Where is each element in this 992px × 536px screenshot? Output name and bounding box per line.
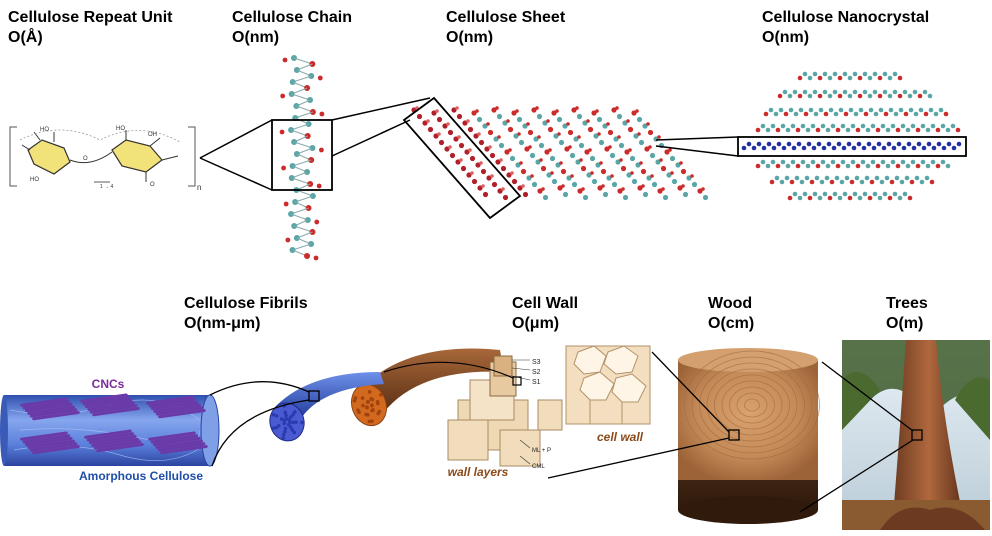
svg-text:HO: HO — [116, 126, 125, 132]
nanocrystal-name: Cellulose Nanocrystal — [762, 9, 930, 26]
cell-wall-zoom-box — [512, 376, 522, 386]
svg-text:HO: HO — [30, 177, 39, 183]
fibril-zoom-box — [308, 390, 320, 402]
sheet-highlight-box — [402, 96, 522, 220]
chain-scale: O(nm) — [232, 29, 280, 46]
trees-name: Trees — [886, 295, 928, 312]
wood-name: Wood — [708, 295, 753, 312]
chain-name: Cellulose Chain — [232, 9, 353, 26]
fibrils-scale: O(nm-μm) — [184, 315, 261, 332]
svg-text:O: O — [83, 156, 88, 162]
tree-to-wood-line — [821, 361, 914, 432]
wood-to-wall-line — [651, 351, 730, 433]
svg-text:HO: HO — [40, 127, 49, 133]
repeat-unit-structure: HO HO HO OH O O 1 → 4 n — [9, 126, 201, 192]
wood-title: Wood O(cm) — [708, 294, 754, 334]
nanocrystal-highlight-box — [737, 136, 967, 157]
trees-scale: O(m) — [886, 315, 924, 332]
fibrils-title: Cellulose Fibrils O(nm-μm) — [184, 294, 308, 334]
chain-title: Cellulose Chain O(nm) — [232, 8, 352, 48]
svg-text:1 → 4: 1 → 4 — [100, 184, 114, 190]
cell-wall-layers-illustration — [447, 355, 563, 467]
cellulose-chain-molecule — [279, 55, 325, 261]
fibril-connector-bottom — [211, 399, 310, 467]
repeat-n-label: n — [197, 183, 201, 192]
cell-wall-honeycomb — [565, 345, 651, 425]
fibril-to-wall-line — [383, 361, 514, 379]
nanocrystal-scale: O(nm) — [762, 29, 810, 46]
sheet-scale: O(nm) — [446, 29, 494, 46]
chain-zoom-box — [271, 119, 333, 191]
wood-zoom-box — [728, 429, 740, 441]
sheet-to-nano-line — [655, 136, 739, 141]
tree-to-wood-line-2 — [799, 439, 914, 513]
repeat-unit-scale: O(Å) — [8, 29, 43, 46]
wood-log — [678, 348, 820, 524]
ml-p-label: ML + P — [532, 448, 551, 454]
s2-label: S2 — [532, 369, 541, 376]
tree-zoom-box — [911, 429, 923, 441]
svg-text:OH: OH — [148, 132, 157, 138]
repeat-to-chain-line — [199, 119, 273, 159]
repeat-unit-name: Cellulose Repeat Unit — [8, 9, 173, 26]
trees-title: Trees O(m) — [886, 294, 928, 334]
nanocrystal-molecules — [741, 71, 962, 201]
cell-wall-title: Cell Wall O(μm) — [512, 294, 578, 334]
cell-wall-label: cell wall — [597, 430, 644, 444]
chain-to-sheet-line — [331, 97, 431, 121]
cml-label: CML — [532, 464, 545, 470]
svg-text:O: O — [150, 182, 155, 188]
cnc-bundles — [20, 393, 208, 455]
sheet-name: Cellulose Sheet — [446, 9, 566, 26]
wood-scale: O(cm) — [708, 315, 755, 332]
amorphous-cellulose-label: Amorphous Cellulose — [79, 469, 203, 483]
sheet-title: Cellulose Sheet O(nm) — [446, 8, 565, 48]
cell-wall-name: Cell Wall — [512, 295, 579, 312]
chain-to-sheet-line-2 — [331, 119, 411, 157]
nanocrystal-title: Cellulose Nanocrystal O(nm) — [762, 8, 929, 48]
repeat-unit-title: Cellulose Repeat Unit O(Å) — [8, 8, 172, 48]
wall-layers-label: wall layers — [448, 465, 509, 479]
s1-label: S1 — [532, 379, 541, 386]
repeat-to-chain-line-2 — [199, 157, 273, 191]
fibrils-name: Cellulose Fibrils — [184, 295, 308, 312]
fibril-connector-top — [209, 381, 310, 396]
tree-photo — [842, 340, 990, 530]
s3-label: S3 — [532, 359, 541, 366]
cncs-label: CNCs — [92, 377, 125, 391]
cellulose-sheet-molecules — [411, 106, 709, 201]
cell-wall-scale: O(μm) — [512, 315, 560, 332]
sheet-to-nano-line-2 — [655, 145, 739, 157]
wood-to-wall-line-2 — [547, 437, 730, 479]
